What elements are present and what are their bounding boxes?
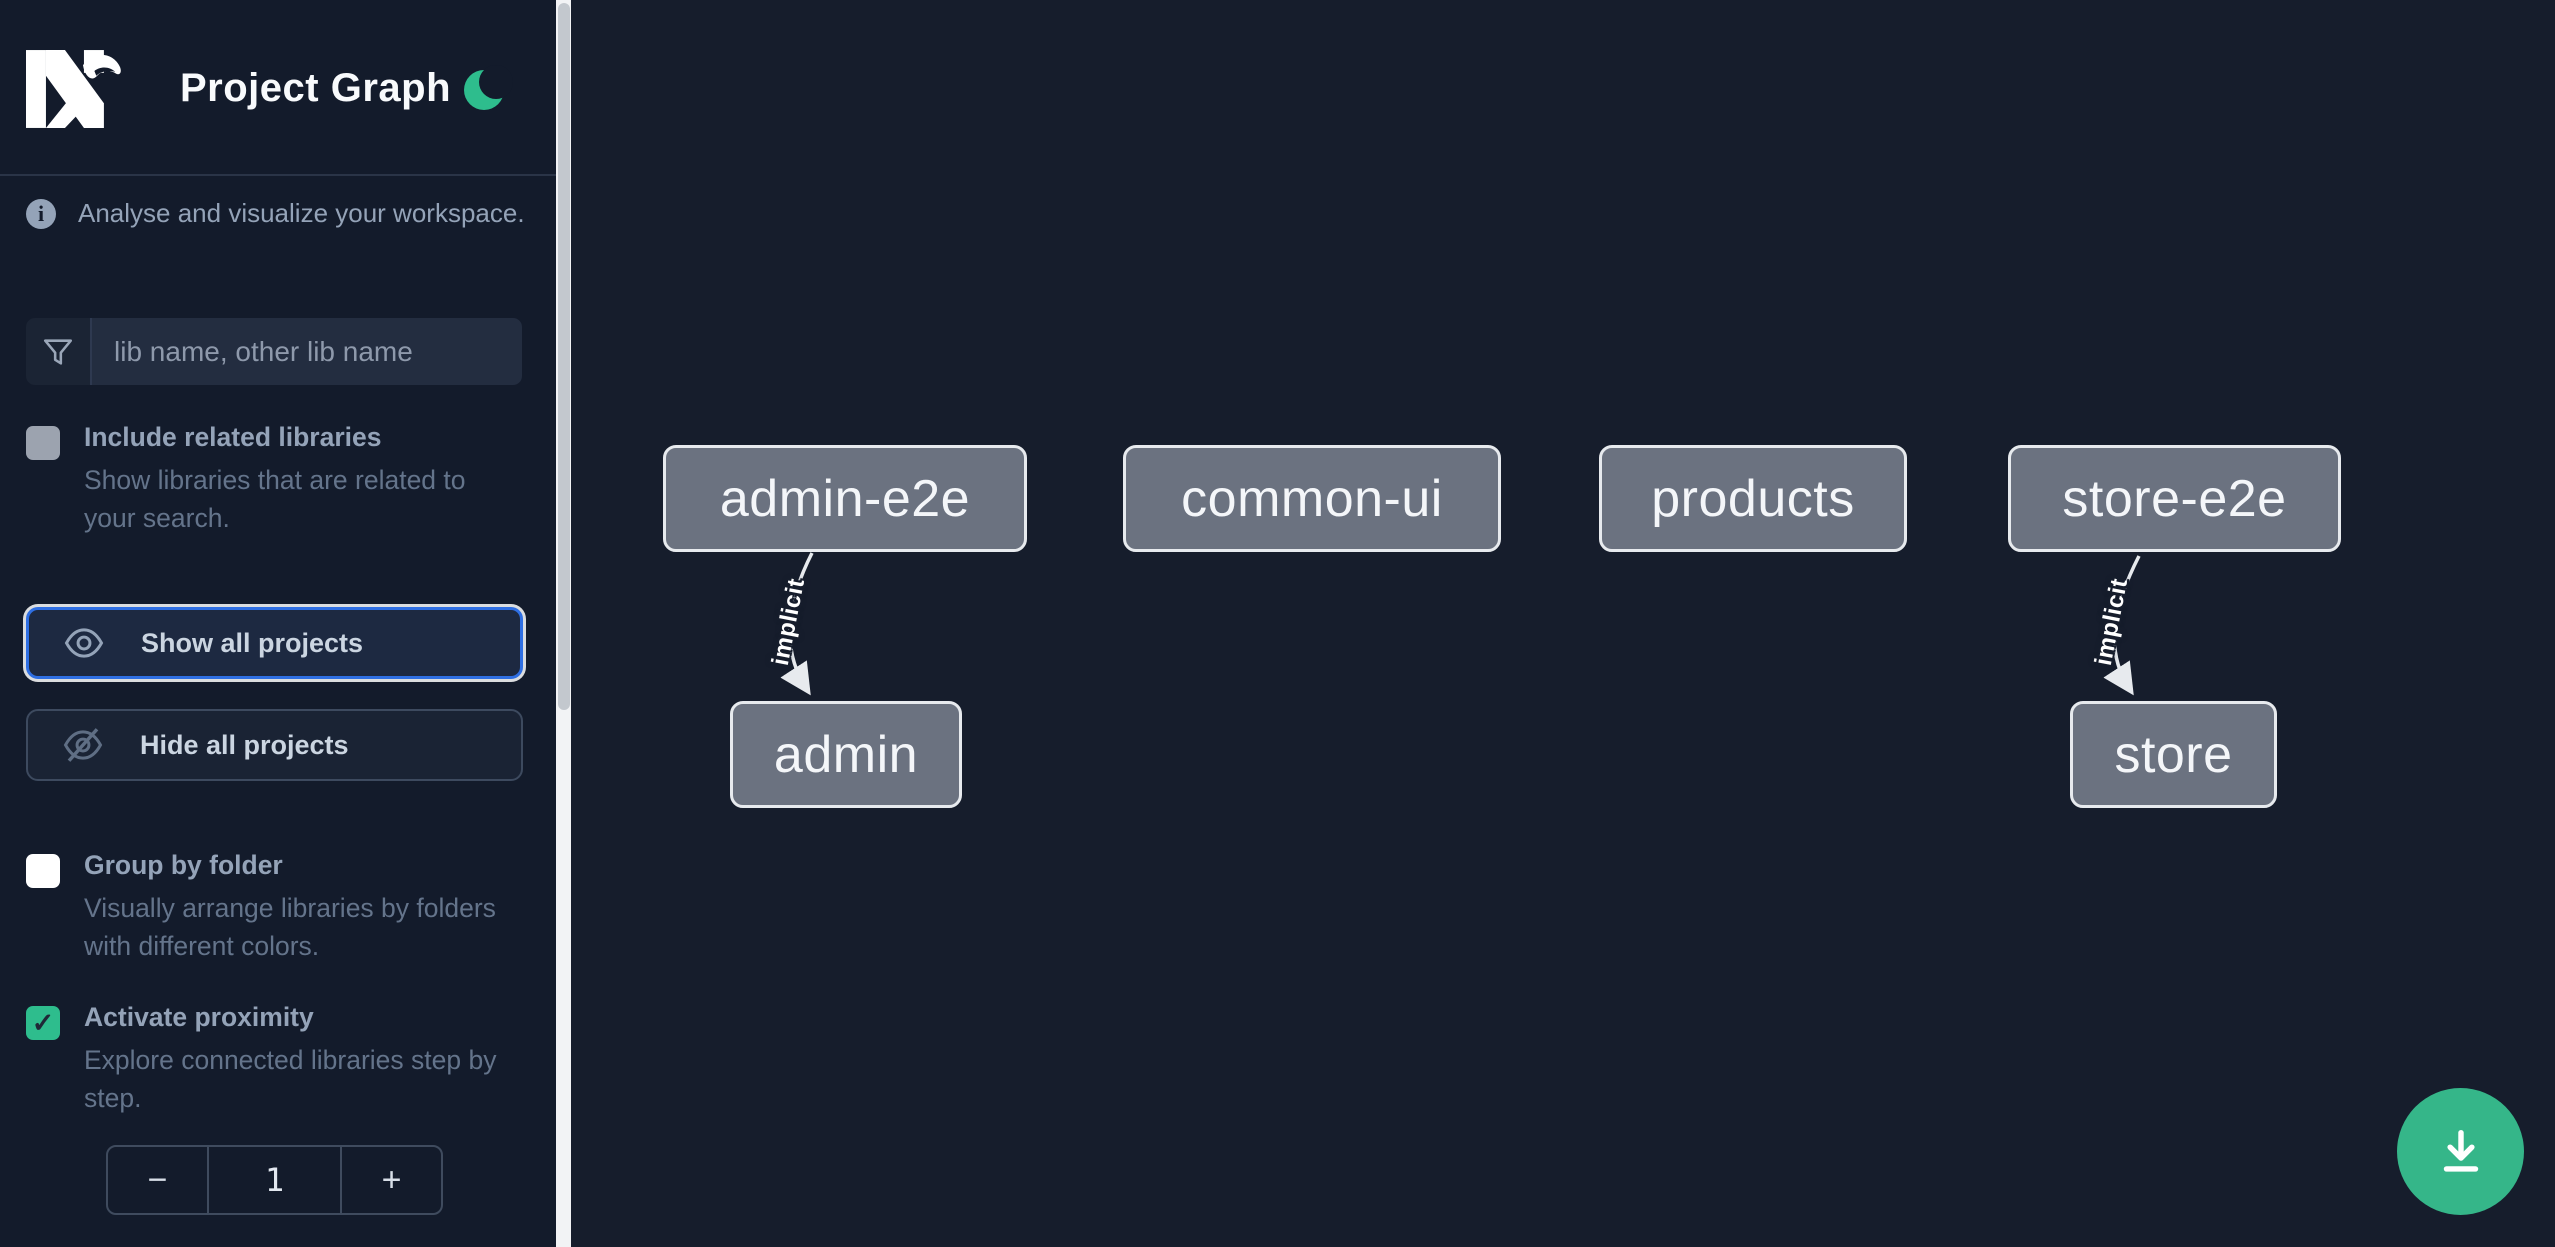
graph-node-store[interactable]: store [2070, 701, 2277, 808]
option-description: Explore connected libraries step by step… [84, 1044, 497, 1113]
activate-proximity-checkbox[interactable]: ✓ [26, 1006, 60, 1040]
show-all-projects-button[interactable]: Show all projects [26, 607, 523, 679]
edge-admin-e2e-to-admin [780, 552, 814, 696]
option-description: Visually arrange libraries by folders wi… [84, 892, 496, 961]
option-label: Activate proximity [84, 1002, 314, 1032]
filter-search [26, 318, 522, 385]
hide-all-projects-button[interactable]: Hide all projects [26, 709, 523, 781]
graph-node-common-ui[interactable]: common-ui [1123, 445, 1501, 552]
group-by-folder-checkbox[interactable] [26, 854, 60, 888]
edge-store-e2e-to-store [2103, 555, 2141, 696]
button-label: Hide all projects [140, 729, 349, 760]
download-graph-button[interactable] [2397, 1088, 2524, 1215]
eye-off-icon [63, 728, 103, 762]
option-description: Show libraries that are related to your … [84, 464, 466, 533]
sidebar: Project Graph i Analyse and visualize yo… [0, 0, 556, 1247]
funnel-filter-icon [43, 338, 73, 365]
info-text: Analyse and visualize your workspace. [78, 198, 525, 228]
graph-node-products[interactable]: products [1599, 445, 1907, 552]
download-icon [2443, 1129, 2478, 1172]
button-label: Show all projects [141, 627, 364, 658]
eye-icon [64, 628, 104, 658]
moon-icon [464, 64, 513, 110]
graph-edges [780, 552, 2141, 696]
page-title: Project Graph [180, 65, 452, 110]
workspace-info: i Analyse and visualize your workspace. [26, 198, 525, 229]
sidebar-scrollbar[interactable] [556, 0, 571, 1247]
filter-icon-segment [26, 318, 92, 385]
option-include-related: Include related libraries Show libraries… [26, 424, 509, 537]
search-input[interactable] [92, 318, 522, 385]
nx-logo-icon [26, 50, 121, 128]
stepper-value: 1 [207, 1147, 342, 1213]
option-label: Include related libraries [84, 422, 382, 452]
increment-button[interactable]: + [342, 1147, 441, 1213]
theme-toggle-button[interactable] [455, 58, 519, 122]
sidebar-header: Project Graph [0, 0, 556, 176]
graph-node-admin[interactable]: admin [730, 701, 962, 808]
graph-node-store-e2e[interactable]: store-e2e [2008, 445, 2341, 552]
option-label: Group by folder [84, 850, 283, 880]
project-graph-canvas[interactable]: admin-e2e common-ui products store-e2e admin… [571, 0, 2555, 1247]
scrollbar-thumb[interactable] [557, 3, 570, 710]
decrement-button[interactable]: − [108, 1147, 207, 1213]
graph-node-admin-e2e[interactable]: admin-e2e [663, 445, 1027, 552]
include-related-checkbox[interactable] [26, 426, 60, 460]
option-activate-proximity: ✓ Activate proximity Explore connected l… [26, 1004, 509, 1117]
info-icon: i [26, 198, 56, 229]
proximity-depth-stepper: − 1 + [106, 1145, 443, 1215]
option-group-by-folder: Group by folder Visually arrange librari… [26, 852, 509, 965]
